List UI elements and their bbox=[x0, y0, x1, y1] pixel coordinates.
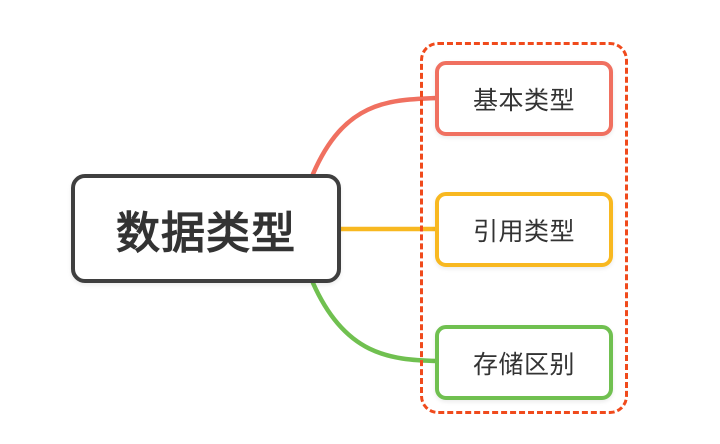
child-node-basic-types[interactable]: 基本类型 bbox=[435, 61, 613, 136]
child-node-storage-difference[interactable]: 存储区别 bbox=[435, 325, 613, 400]
connector-to-storage-difference bbox=[310, 280, 440, 364]
child-node-label: 基本类型 bbox=[472, 85, 575, 115]
root-node[interactable]: 数据类型 bbox=[71, 174, 341, 283]
child-node-label: 引用类型 bbox=[472, 216, 575, 246]
root-node-label: 数据类型 bbox=[116, 207, 296, 259]
child-node-label: 存储区别 bbox=[472, 349, 575, 379]
connector-to-basic-types bbox=[310, 95, 440, 177]
child-group-frame bbox=[420, 42, 628, 414]
child-node-reference-types[interactable]: 引用类型 bbox=[435, 192, 613, 267]
